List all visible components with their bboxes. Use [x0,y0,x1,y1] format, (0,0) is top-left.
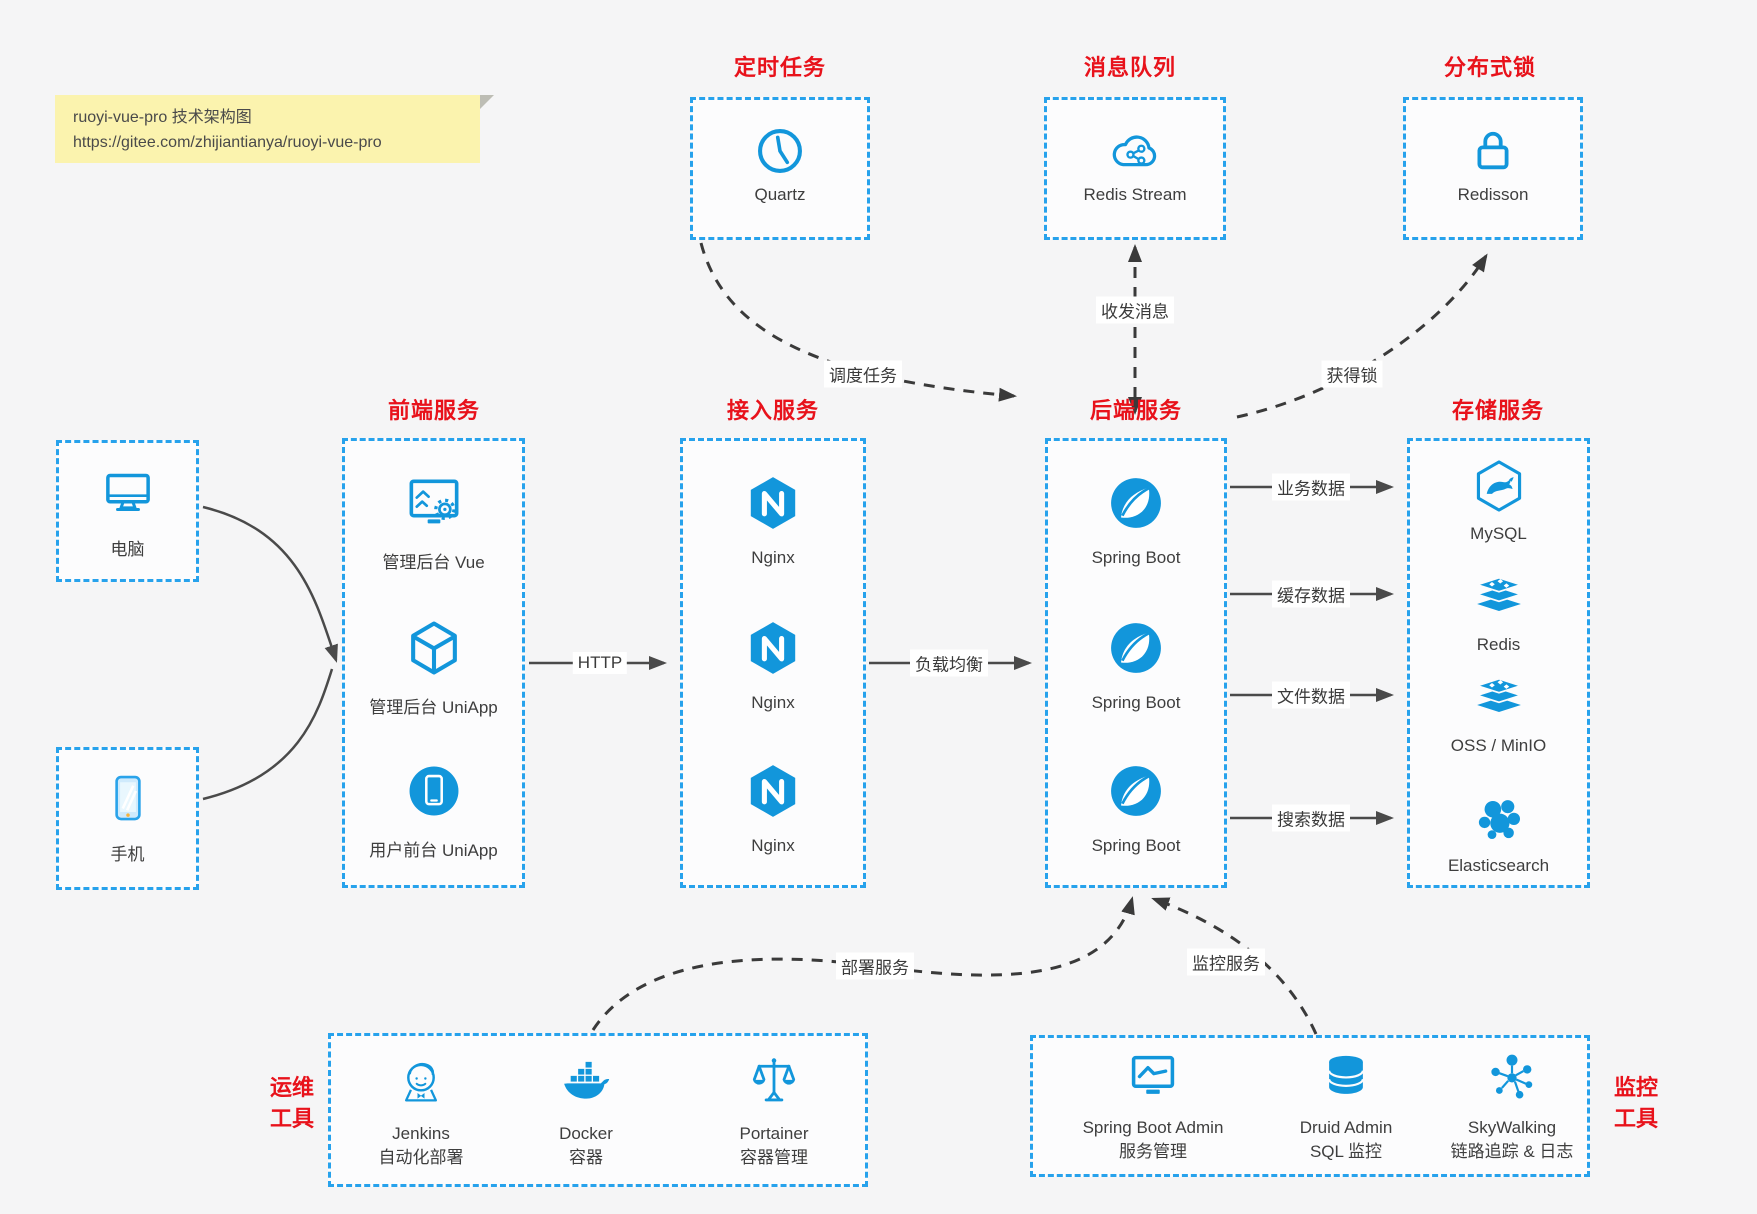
group-title-backend: 后端服务 [1089,398,1183,423]
box-lock: Redisson [1403,97,1583,240]
uniapp-user-icon [405,762,463,820]
tool-desc: 服务管理 [1119,1142,1187,1161]
lock-icon [1464,122,1522,180]
uniapp-cube-icon [405,619,463,677]
cloud-share-icon [1106,122,1164,180]
spring-boot-icon [1107,474,1165,532]
clock-icon [751,122,809,180]
nginx-icon [744,474,802,532]
docker-icon [558,1054,614,1110]
elasticsearch-icon [1471,790,1527,846]
mysql-icon [1471,458,1527,514]
portainer-icon [746,1054,802,1110]
tool-name: Jenkins [392,1124,450,1143]
spring-boot-icon [1107,762,1165,820]
sticky-note: ruoyi-vue-pro 技术架构图 https://gitee.com/zh… [55,95,494,163]
item-label: Spring Boot [1091,836,1181,855]
group-title-ops: 运维 工具 [269,1075,314,1131]
item-label: Elasticsearch [1447,856,1550,875]
box-scheduled: Quartz [690,97,870,240]
tool-desc: SQL 监控 [1309,1142,1383,1161]
edge-label-monitor-service: 监控服务 [1187,948,1265,976]
note-fold-corner [480,95,494,109]
edge-label-send-receive-message: 收发消息 [1096,296,1174,324]
edge-label-http: HTTP [572,652,628,674]
jenkins-icon [393,1054,449,1110]
skywalking-icon [1485,1050,1539,1104]
edge-label-deploy-service: 部署服务 [836,952,914,980]
item-label: 手机 [110,845,145,864]
phone-icon [100,770,156,826]
item-label: OSS / MinIO [1450,736,1547,755]
edge-label-cache-data: 缓存数据 [1272,580,1350,608]
box-computer: 电脑 [56,440,199,582]
group-title-monitoring: 监控 工具 [1613,1075,1658,1131]
note-title: ruoyi-vue-pro 技术架构图 [73,109,252,126]
box-monitoring: Spring Boot Admin 服务管理 Druid Admin SQL 监… [1030,1035,1590,1177]
group-title-storage: 存储服务 [1451,398,1545,423]
computer-icon [100,465,156,521]
edge-computer-to-frontend [202,505,338,663]
tool-desc: 容器管理 [739,1148,808,1167]
box-storage: MySQL Redis OSS / MinIO Elasticsearch [1407,438,1590,888]
box-gateway: Nginx Nginx Nginx [680,438,866,888]
group-title-lock: 分布式锁 [1443,55,1537,80]
group-title-mq: 消息队列 [1083,55,1177,80]
edge-label-acquire-lock: 获得锁 [1321,360,1383,388]
item-label: Nginx [751,548,795,567]
edge-label-schedule-task: 调度任务 [824,360,902,388]
redis-icon [1471,569,1527,625]
note-url: https://gitee.com/zhijiantianya/ruoyi-vu… [73,134,382,151]
spring-boot-icon [1107,619,1165,677]
tool-name: SkyWalking [1467,1118,1557,1137]
item-label: 用户前台 UniApp [369,841,498,860]
tool-name: Spring Boot Admin [1082,1118,1224,1137]
edge-label-file-data: 文件数据 [1272,681,1350,709]
edge-label-load-balance: 负载均衡 [910,649,988,677]
box-mq: Redis Stream [1044,97,1226,240]
box-frontend: 管理后台 Vue 管理后台 UniApp 用户前台 UniApp [342,438,525,888]
admin-vue-icon [405,474,463,532]
druid-admin-icon [1319,1050,1373,1104]
item-label: Spring Boot [1091,693,1181,712]
tool-name: Docker [559,1124,613,1143]
item-label: Nginx [751,836,795,855]
item-label: Quartz [754,185,806,204]
edge-label-search-data: 搜索数据 [1272,804,1350,832]
item-label: Nginx [751,693,795,712]
tool-desc: 容器 [568,1148,603,1167]
item-label: Redis [1476,635,1521,654]
tool-name: Portainer [739,1124,809,1143]
tool-desc: 自动化部署 [378,1148,464,1167]
nginx-icon [744,619,802,677]
edge-phone-to-frontend [202,668,334,801]
tool-desc: 链路追踪 & 日志 [1450,1142,1574,1161]
edge-label-business-data: 业务数据 [1272,473,1350,501]
oss-minio-icon [1471,670,1527,726]
item-label: Spring Boot [1091,548,1181,567]
group-title-gateway: 接入服务 [726,398,820,423]
item-label: 管理后台 Vue [382,553,485,572]
item-label: Redisson [1457,185,1529,204]
tool-name: Druid Admin [1299,1118,1393,1137]
box-ops: Jenkins 自动化部署 Docker 容器 Portainer 容器管理 [328,1033,868,1187]
group-title-scheduled: 定时任务 [733,55,827,80]
box-backend: Spring Boot Spring Boot Spring Boot [1045,438,1227,888]
item-label: MySQL [1470,524,1527,543]
nginx-icon [744,762,802,820]
box-phone: 手机 [56,747,199,890]
item-label: 电脑 [110,540,145,559]
group-title-frontend: 前端服务 [387,398,481,423]
item-label: Redis Stream [1083,185,1187,204]
spring-boot-admin-icon [1126,1050,1180,1104]
edge-acquire-lock [1236,253,1488,419]
item-label: 管理后台 UniApp [369,698,498,717]
